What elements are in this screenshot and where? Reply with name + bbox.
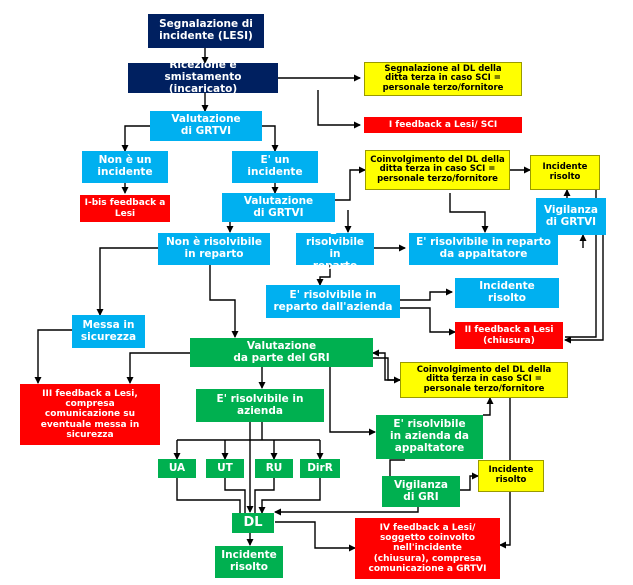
- node-incidente-risolto-2: Incidente risolto: [455, 278, 559, 308]
- arrow-valutazione-gri-coinvolgimento2: [373, 357, 401, 384]
- arrow-azienda-reparto-incidente-risolto: [400, 288, 453, 301]
- node-segnalazione-incidente: Segnalazione di incidente (LESI): [148, 14, 264, 48]
- arrow-units-dl: [176, 478, 321, 513]
- node-segnalazione-dl-top: Segnalazione al DL della ditta terza in …: [364, 62, 522, 96]
- arrow-vigilanza-grtvi-ii-feedback: [564, 218, 604, 344]
- arrow-azienda-appaltatore-coinvolgimento: [483, 397, 494, 416]
- node-ut: UT: [206, 459, 244, 478]
- arrow-valutazione2-coinvolgimento: [335, 166, 366, 201]
- node-risolvibile-reparto-azienda: E' risolvibile in reparto dall'azienda: [266, 285, 400, 318]
- arrow-azienda-reparto-ii-feedback: [400, 307, 456, 336]
- node-incidente-risolto-1: Incidente risolto: [530, 155, 600, 190]
- node-iii-feedback: III feedback a Lesi, compresa comunicazi…: [20, 384, 160, 445]
- arrow-messa-iii-feedback: [34, 329, 72, 384]
- node-incidente-risolto-4: Incidente risolto: [215, 546, 283, 578]
- node-coinvolgimento-dl-1: Coinvolgimento del DL della ditta terza …: [365, 150, 510, 190]
- arrow-valutazione-gri-iii-feedback: [126, 352, 190, 384]
- node-coinvolgimento-dl-2: Coinvolgimento del DL della ditta terza …: [400, 362, 568, 398]
- arrow-valutazione-e-incidente: [262, 125, 279, 152]
- arrow-coinvolgimento-appaltatore: [449, 193, 489, 233]
- node-ii-feedback: II feedback a Lesi (chiusura): [455, 322, 563, 349]
- arrow-risolvibile-azienda-units: [176, 422, 321, 458]
- node-feedback-lesi-sci: I feedback a Lesi/ SCI: [364, 117, 522, 133]
- arrow-dl-iv-feedback: [275, 521, 356, 552]
- node-risolvibile-reparto: E' risolvibile in reparto: [296, 225, 374, 272]
- node-risolvibile-azienda-appaltatore: E' risolvibile in azienda da appaltatore: [376, 415, 483, 459]
- node-messa-sicurezza: Messa in sicurezza: [72, 315, 145, 348]
- arrow-coinvolgimento2-valutazione-gri: [372, 349, 400, 381]
- node-risolvibile-reparto-appaltatore: E' risolvibile in reparto da appaltatore: [409, 233, 558, 265]
- node-ibis-feedback: I-bis feedback a Lesi: [80, 195, 170, 222]
- arrow-risolvibile-reparto-azienda: [316, 265, 331, 286]
- arrow-vigilanza-gri-dl: [274, 505, 419, 516]
- arrow-non-risolvibile-valutazione-gri: [209, 265, 239, 338]
- node-e-incidente: E' un incidente: [232, 151, 318, 183]
- node-dirr: DirR: [300, 459, 340, 478]
- node-iv-feedback: IV feedback a Lesi/ soggetto coinvolto n…: [355, 518, 500, 579]
- node-ru: RU: [255, 459, 293, 478]
- node-risolvibile-azienda: E' risolvibile in azienda: [196, 389, 324, 422]
- arrow-coinvolgimento2-iv-feedback: [499, 398, 511, 549]
- arrow-valutazione-gri-azienda-appaltatore: [329, 367, 376, 436]
- node-valutazione-grtvi-1: Valutazione di GRTVI: [150, 111, 262, 141]
- node-ua: UA: [158, 459, 196, 478]
- node-non-incidente: Non è un incidente: [82, 151, 168, 183]
- node-non-risolvibile-reparto: Non è risolvibile in reparto: [158, 233, 270, 265]
- arrow-non-risolvibile-messa: [96, 247, 160, 316]
- node-valutazione-gri: Valutazione da parte del GRI: [190, 338, 373, 367]
- arrow-ricezione-feedback-sci: [317, 90, 361, 129]
- node-incidente-risolto-3: Incidente risolto: [478, 460, 544, 492]
- node-dl: DL: [232, 513, 274, 533]
- arrow-vigilanza-gri-incidente-risolto: [460, 472, 479, 491]
- node-ricezione-smistamento: Ricezione e smistamento (incaricato): [128, 59, 278, 95]
- node-valutazione-grtvi-2: Valutazione di GRTVI: [222, 193, 335, 222]
- arrow-valutazione-non-incidente: [121, 125, 150, 152]
- node-vigilanza-gri: Vigilanza di GRI: [382, 476, 460, 507]
- arrow-incidente-risolto-ii-feedback: [565, 190, 597, 338]
- node-vigilanza-grtvi: Vigilanza di GRTVI: [536, 198, 606, 235]
